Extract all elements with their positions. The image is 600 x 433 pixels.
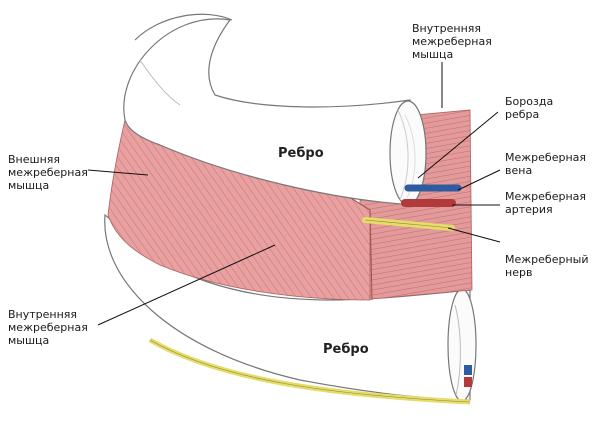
label-costal-groove: Борозда ребра [505,95,554,121]
vein-lower-end [464,365,472,375]
label-internal-muscle-top: Внутренняя межреберная мышца [412,22,492,61]
label-internal-muscle-bottom: Внутренняя межреберная мышца [8,308,88,347]
label-external-muscle: Внешняя межреберная мышца [8,153,88,192]
leader-lines [87,62,501,326]
label-rib-upper: Ребро [278,146,324,161]
label-intercostal-artery: Межреберная артерия [505,190,587,216]
upper-rib [123,18,416,206]
artery-lower-end [464,377,472,387]
label-rib-lower: Ребро [323,342,369,357]
label-intercostal-nerve: Межреберный нерв [505,253,589,279]
label-intercostal-vein: Межреберная вена [505,151,587,177]
